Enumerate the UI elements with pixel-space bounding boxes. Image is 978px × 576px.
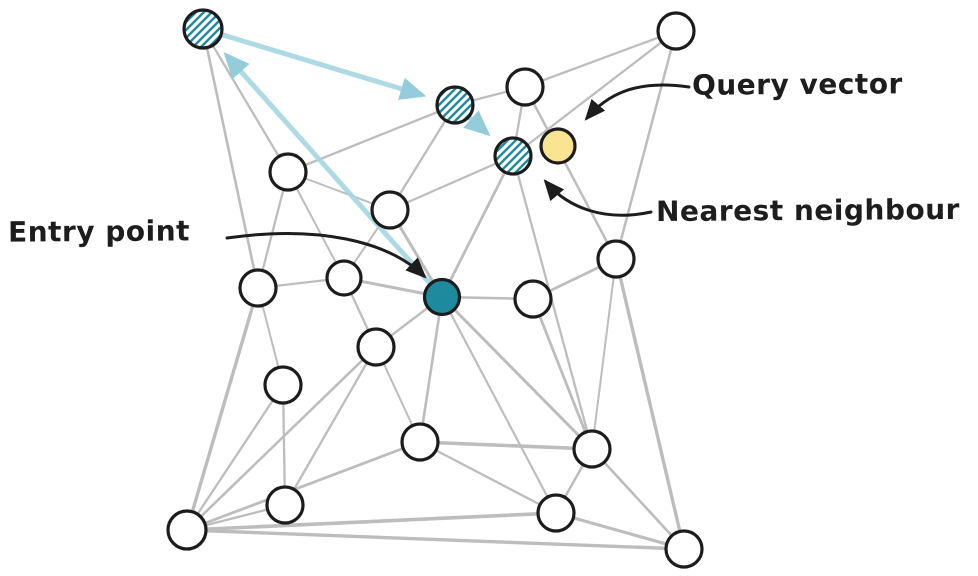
search-path-arrow-a-d: [218, 31, 427, 100]
edge-a-j: [201, 27, 260, 290]
node-query-vector-node: [539, 127, 577, 165]
node-nearest-neighbour-node: [493, 136, 533, 176]
nodes-layer: [166, 8, 704, 569]
node-graph-node-b: [505, 67, 545, 107]
edge-a-g: [201, 27, 290, 174]
node-graph-node-c: [656, 11, 696, 51]
edge-o-r: [281, 383, 287, 507]
node-visited-node-1: [182, 8, 224, 50]
edge-p-t: [418, 440, 558, 515]
edge-n-s: [185, 345, 378, 532]
nearest-neighbour-arrow: [543, 179, 653, 217]
edge-o-s: [185, 383, 285, 532]
node-graph-node-u: [664, 529, 704, 569]
edge-p-q: [418, 440, 594, 451]
node-graph-node-t: [536, 493, 576, 533]
edge-b-c: [523, 29, 678, 89]
node-graph-node-g: [268, 152, 308, 192]
node-graph-node-h: [370, 190, 410, 230]
edge-e-l: [440, 154, 515, 299]
edge-j-s: [185, 286, 260, 532]
node-graph-node-r: [265, 485, 305, 525]
node-graph-node-o: [263, 365, 303, 405]
edge-m-q: [531, 297, 594, 451]
edge-l-p: [418, 295, 444, 444]
edge-p-s: [185, 440, 422, 532]
edge-l-t: [440, 295, 558, 515]
edge-e-h: [388, 154, 515, 212]
node-graph-node-i: [596, 239, 636, 279]
edge-d-h: [388, 103, 457, 212]
node-graph-node-j: [238, 268, 278, 308]
node-graph-node-s: [166, 509, 208, 551]
edge-b-i: [523, 85, 618, 261]
node-graph-node-k: [325, 259, 363, 297]
node-visited-node-2: [435, 85, 475, 125]
node-graph-node-n: [356, 327, 396, 367]
edge-s-u: [185, 528, 686, 551]
edge-t-u: [554, 511, 686, 551]
node-graph-node-q: [572, 429, 612, 469]
search-path-arrow-d-e: [463, 110, 491, 137]
node-entry-point-node: [422, 277, 462, 317]
node-graph-node-p: [400, 422, 440, 462]
edge-g-k: [287, 171, 345, 279]
query-vector-arrow: [584, 83, 691, 121]
query-vector-label: Query vector: [691, 67, 903, 102]
edge-l-q: [440, 295, 594, 451]
entry-point-label: Entry point: [7, 214, 191, 249]
edge-n-r: [283, 345, 378, 507]
edge-s-t: [185, 511, 558, 532]
edge-c-i: [614, 29, 678, 261]
edge-c-e: [511, 29, 678, 158]
annotation-arrows-layer: [225, 83, 691, 279]
edge-q-u: [590, 447, 686, 551]
edge-i-q: [591, 258, 617, 450]
edge-e-q: [511, 154, 594, 451]
node-graph-node-m: [513, 279, 553, 319]
edge-g-j: [256, 170, 290, 290]
search-path-layer: [218, 31, 491, 288]
edge-i-u: [614, 257, 686, 551]
edge-d-g: [286, 103, 457, 174]
search-path-arrow-l-a: [223, 52, 434, 288]
nearest-neighbour-label: Nearest neighbour: [655, 192, 961, 229]
entry-point-arrow: [225, 232, 427, 279]
